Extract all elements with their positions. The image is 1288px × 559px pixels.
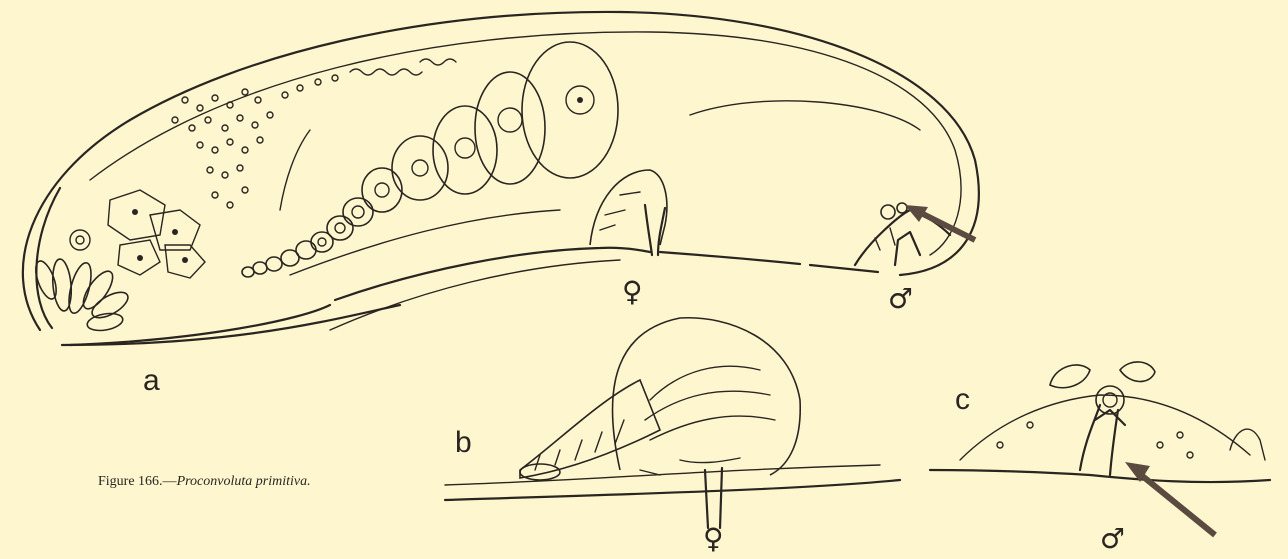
caption-species: Proconvoluta primitiva. [177, 474, 311, 489]
panel-a-worm [23, 12, 979, 345]
granule-cluster [172, 59, 456, 208]
worm-body-outline [23, 12, 979, 330]
panel-c-male-organ [930, 362, 1270, 535]
figure-caption: Figure 166.—Proconvoluta primitiva. [98, 474, 311, 490]
frontal-gland-cluster [32, 230, 132, 333]
female-symbol-b: ♀ [703, 525, 724, 553]
caption-prefix: Figure 166.— [98, 474, 177, 489]
worm-body-inner-outline [36, 188, 400, 345]
oocyte-chain [242, 42, 618, 277]
panel-label-c: c [955, 385, 970, 415]
panel-label-a: a [143, 366, 160, 396]
panel-b-female-organ [445, 318, 900, 528]
bursa-cluster-a [590, 170, 667, 245]
parenchyma-cells [108, 190, 205, 278]
male-organ-arrow-a [915, 210, 975, 240]
male-symbol-a: ♂ [888, 285, 913, 313]
female-symbol-a: ♀ [622, 278, 643, 306]
panel-label-b: b [455, 428, 472, 458]
male-organ-arrow-c [1135, 470, 1215, 535]
male-symbol-c: ♂ [1100, 525, 1125, 553]
